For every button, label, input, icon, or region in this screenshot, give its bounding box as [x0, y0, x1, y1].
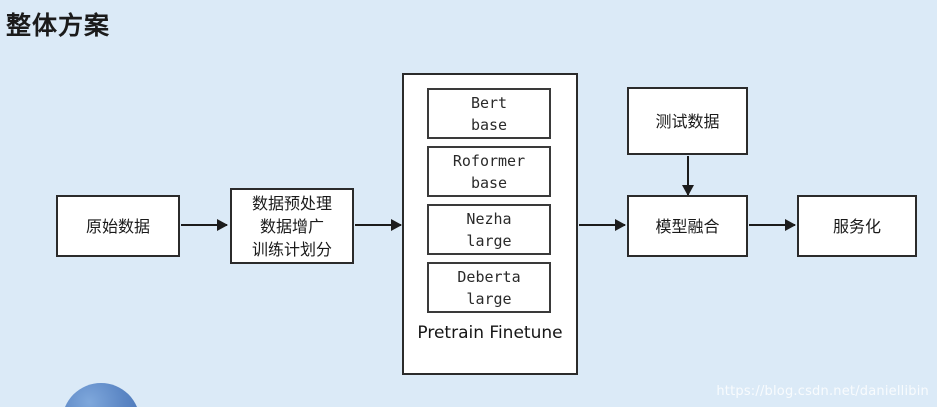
node-test-data-line-1: 测试数据 — [655, 111, 720, 131]
node-preprocess-line-1: 数据预处理 — [251, 193, 332, 213]
edge-model-fusion-to-serving — [749, 219, 796, 231]
node-model-fusion-line-1: 模型融合 — [655, 216, 720, 236]
node-serving: 服务化 — [797, 195, 917, 257]
model-bert-name: Bert — [470, 93, 508, 112]
node-raw-data-line-1: 原始数据 — [85, 216, 150, 236]
page-title: 整体方案 — [6, 11, 111, 40]
watermark: https://blog.csdn.net/daniellibin — [716, 384, 929, 399]
model-deberta-size: large — [466, 289, 512, 308]
model-group-caption-line-2: Finetune — [489, 323, 563, 343]
model-box-bert: Bert base — [427, 88, 551, 139]
node-preprocess: 数据预处理 数据增广 训练计划分 — [230, 188, 354, 264]
edge-raw-data-to-preprocess — [181, 219, 228, 231]
model-deberta-name: Deberta — [457, 267, 521, 286]
node-preprocess-line-2: 数据增广 — [259, 216, 324, 236]
model-nezha-size: large — [466, 231, 512, 250]
model-roformer-name: Roformer — [452, 151, 526, 170]
model-bert-size: base — [470, 115, 508, 134]
node-model-fusion: 模型融合 — [627, 195, 748, 257]
model-box-roformer: Roformer base — [427, 146, 551, 197]
model-box-nezha: Nezha large — [427, 204, 551, 255]
node-raw-data: 原始数据 — [56, 195, 180, 257]
node-serving-line-1: 服务化 — [832, 216, 881, 236]
model-nezha-name: Nezha — [466, 209, 512, 228]
decorative-circle — [62, 383, 140, 407]
edge-models-to-model-fusion — [579, 219, 626, 231]
model-box-deberta: Deberta large — [427, 262, 551, 313]
edge-test-data-to-model-fusion — [682, 156, 694, 196]
model-group-caption: Pretrain Finetune — [402, 322, 578, 344]
node-preprocess-line-3: 训练计划分 — [251, 239, 332, 259]
model-group-caption-line-1: Pretrain — [417, 323, 485, 343]
node-test-data: 测试数据 — [627, 87, 748, 155]
edge-preprocess-to-models — [355, 219, 402, 231]
model-roformer-size: base — [470, 173, 508, 192]
